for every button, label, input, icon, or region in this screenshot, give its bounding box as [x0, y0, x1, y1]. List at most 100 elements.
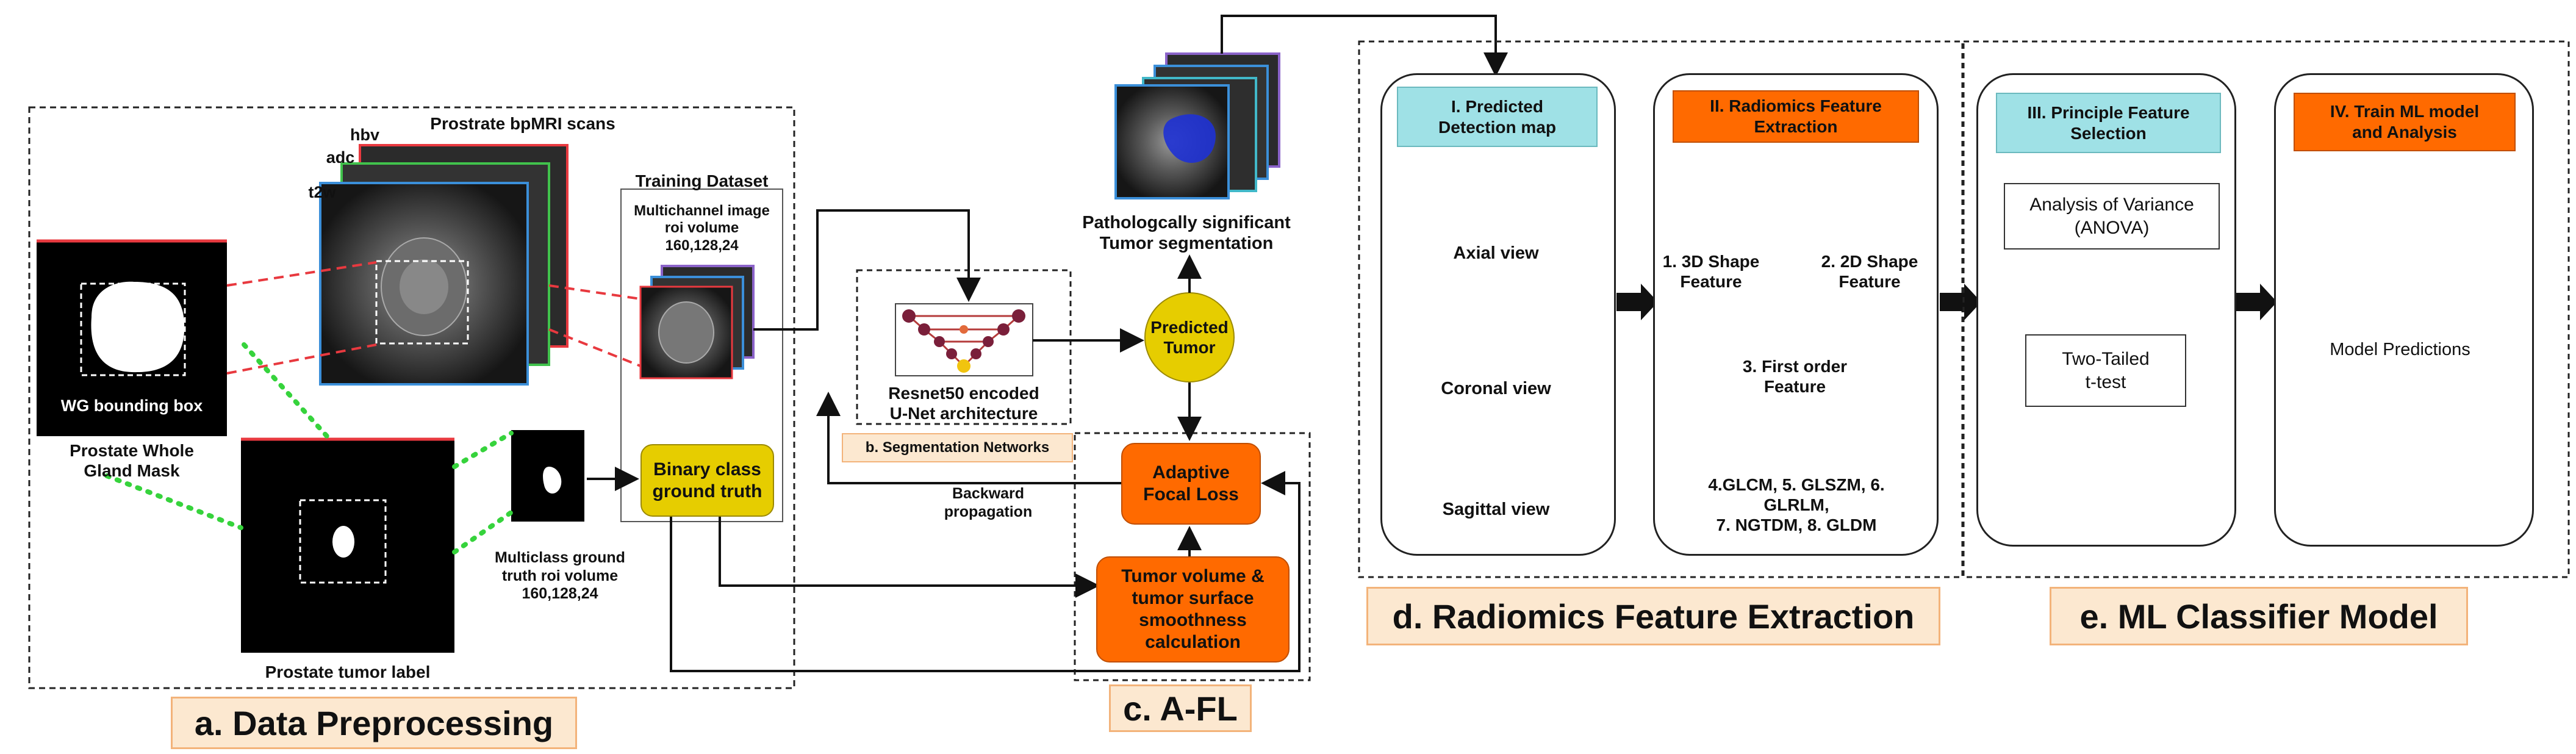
texture-features-label: 4.GLCM, 5. GLSZM, 6. GLRLM, 7. NGTDM, 8.…: [1665, 475, 1928, 535]
random-forest-label: Random Forest: [2366, 262, 2398, 281]
adaptive-line2: Focal Loss: [1143, 484, 1239, 504]
first-order-label: 3. First order Feature: [1708, 356, 1882, 397]
backward-line2: propagation: [944, 503, 1033, 520]
radiomics-feature-panel: [1653, 73, 1939, 556]
predicted-line1: Predicted: [1150, 318, 1229, 337]
multichannel-line2: roi volume: [664, 220, 739, 237]
multichannel-label: Multichannel image roi volume 160,128,24: [621, 203, 783, 254]
section-e-label: e. ML Classifier Model: [2050, 587, 2468, 645]
tumor-volume-box: Tumor volume & tumor surface smoothness …: [1096, 556, 1290, 662]
svm-label: SVM: [2313, 262, 2331, 271]
bpmri-scan-stack: [319, 144, 569, 386]
shape3d-line1: 1. 3D Shape: [1662, 252, 1760, 271]
adaptive-focal-loss-box: Adaptive Focal Loss: [1121, 443, 1261, 525]
resnet-label: Resnet50 encoded U-Net architecture: [860, 383, 1067, 423]
multiclass-gt-image: [511, 430, 584, 522]
big-flow-arrows: [1616, 284, 2277, 320]
training-dataset-box: [620, 188, 783, 522]
binary-line2: ground truth: [652, 481, 762, 501]
t2w-label: t2w: [308, 183, 336, 201]
green-dotted-connectors: [104, 342, 514, 555]
resnet-line2: U-Net architecture: [889, 404, 1038, 423]
multiclass-line2: truth roi volume: [501, 567, 619, 584]
texture-line3: 7. NGTDM, 8. GLDM: [1716, 515, 1877, 535]
gland-mask-line2: Gland Mask: [84, 461, 180, 481]
detection-map-header: I. Predicted Detection map: [1397, 87, 1598, 147]
multichannel-line1: Multichannel image: [634, 203, 770, 219]
multiclass-line1: Multiclass ground: [495, 549, 625, 566]
resnet-line1: Resnet50 encoded: [888, 384, 1039, 403]
panel1-head-line1: I. Predicted: [1451, 96, 1543, 116]
wg-bounding-box-label: WG bounding box: [60, 397, 203, 415]
bpmri-scans-title: Prostrate bpMRI scans: [430, 114, 615, 133]
binary-ground-truth-box: Binary class ground truth: [640, 444, 774, 517]
backward-propagation-label: Backward propagation: [927, 485, 1049, 521]
coronal-view-label: Coronal view: [1441, 379, 1551, 398]
shape-3d-label: 1. 3D Shape Feature: [1647, 251, 1775, 292]
red-dashed-connectors: [226, 261, 641, 375]
ml-region: [1962, 40, 2570, 578]
multiclass-line3: 160,128,24: [522, 585, 598, 602]
predicted-tumor-label: Predicted Tumor: [1145, 317, 1234, 357]
panel4-head-line1: IV. Train ML model: [2330, 102, 2480, 121]
shape2d-line1: 2. 2D Shape: [1821, 252, 1918, 271]
multichannel-line3: 160,128,24: [665, 237, 739, 254]
section-c-label: c. A-FL: [1109, 684, 1252, 732]
panel2-head-line1: II. Radiomics Feature: [1710, 96, 1882, 116]
section-a-label: a. Data Preprocessing: [171, 697, 577, 749]
shape2d-line2: Feature: [1839, 272, 1901, 292]
section-d-label: d. Radiomics Feature Extraction: [1366, 587, 1940, 645]
anova-box: Analysis of Variance (ANOVA): [2004, 183, 2220, 250]
ttest-box: Two-Tailed t-test: [2025, 334, 2186, 407]
multiclass-gt-label: Multiclass ground truth roi volume 160,1…: [493, 549, 627, 603]
model-predictions-title: Model Predictions: [2330, 340, 2470, 359]
backward-line1: Backward: [952, 485, 1025, 502]
pathological-segmentation-label: Pathologcally significant Tumor segmenta…: [1064, 212, 1308, 254]
wg-mask-image: [37, 239, 227, 436]
radiomics-feature-header: II. Radiomics Feature Extraction: [1673, 90, 1919, 143]
segmentation-flow-lines: [670, 15, 1508, 672]
gland-mask-line1: Prostate Whole: [70, 441, 194, 460]
volume-line4: calculation: [1145, 632, 1241, 652]
shape-2d-label: 2. 2D Shape Feature: [1806, 251, 1934, 292]
xgboost-label: XGBoost: [2425, 262, 2459, 271]
hbv-label: hbv: [350, 126, 379, 144]
feature-selection-header: III. Principle Feature Selection: [1996, 93, 2221, 153]
anova-line2: (ANOVA): [2074, 217, 2150, 238]
ttest-line1: Two-Tailed: [2062, 349, 2150, 369]
volume-line2: tumor surface: [1132, 588, 1254, 608]
texture-line1: 4.GLCM, 5. GLSZM, 6.: [1708, 475, 1885, 494]
texture-line2: GLRLM,: [1763, 495, 1829, 515]
adc-label: adc: [326, 148, 355, 167]
shape3d-line2: Feature: [1680, 272, 1742, 292]
training-dataset-title: Training Dataset: [635, 171, 769, 190]
volume-line1: Tumor volume &: [1121, 566, 1265, 586]
panel1-head-line2: Detection map: [1438, 117, 1556, 137]
binary-line1: Binary class: [653, 459, 761, 479]
train-ml-panel: [2274, 73, 2534, 547]
axial-view-label: Axial view: [1453, 243, 1539, 263]
unet-diagram: [895, 303, 1033, 376]
sagittal-view-label: Sagittal view: [1442, 500, 1550, 519]
anova-line1: Analysis of Variance: [2029, 195, 2194, 215]
tumor-label-image: [241, 437, 454, 653]
first-order-line1: 3. First order: [1742, 357, 1848, 376]
patho-line1: Pathologcally significant: [1082, 213, 1291, 232]
detection-map-panel: [1380, 73, 1616, 556]
segmentation-networks-tag: b. Segmentation Networks: [842, 433, 1073, 462]
train-ml-header: IV. Train ML model and Analysis: [2294, 93, 2516, 151]
first-order-line2: Feature: [1763, 377, 1826, 397]
pathological-segmentation-stack: [1114, 52, 1280, 199]
tumor-label-caption: Prostate tumor label: [265, 662, 431, 681]
panel4-head-line2: and Analysis: [2352, 123, 2457, 142]
panel3-head-line1: III. Principle Feature: [2027, 102, 2190, 122]
volume-line3: smoothness: [1139, 610, 1247, 630]
adaptive-line1: Adaptive: [1152, 462, 1230, 483]
panel2-head-line2: Extraction: [1754, 117, 1838, 136]
panel3-head-line2: Selection: [2070, 123, 2147, 143]
training-image-stack: [639, 265, 755, 379]
predicted-line2: Tumor: [1163, 338, 1216, 357]
gland-mask-label: Prostate Whole Gland Mask: [37, 440, 227, 481]
ttest-line2: t-test: [2085, 372, 2126, 392]
preprocessing-region: [28, 106, 795, 689]
